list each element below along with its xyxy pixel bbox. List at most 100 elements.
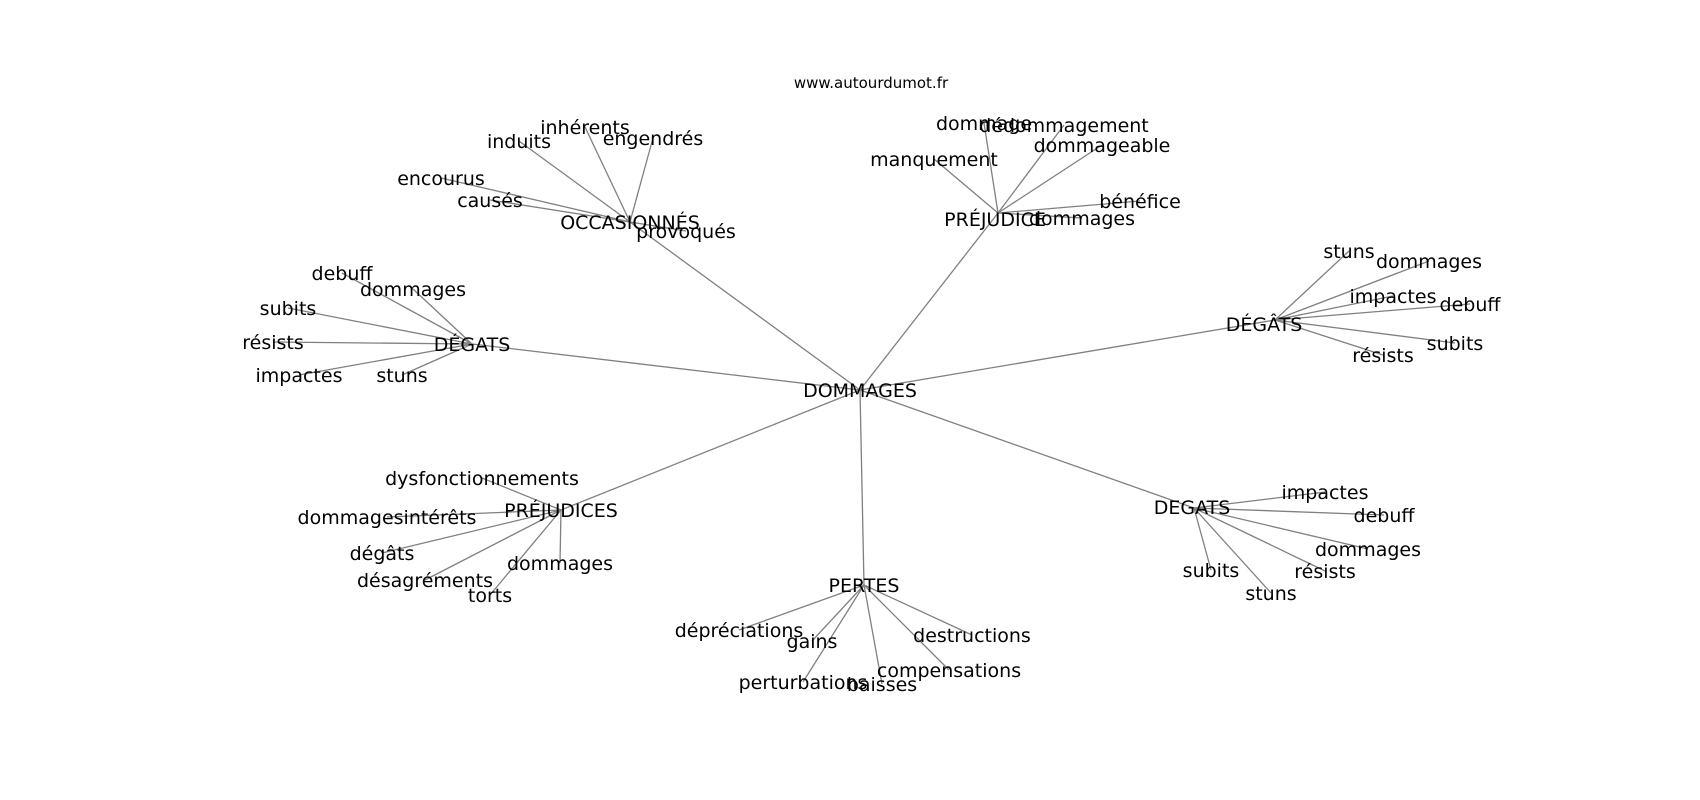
- edge-hub-leaf: [629, 221, 687, 232]
- leaf-node: subits: [1427, 333, 1484, 355]
- edge-root-hub: [859, 319, 1276, 391]
- edge-hub-leaf: [424, 509, 562, 581]
- leaf-node: dysfonctionnements: [385, 468, 579, 490]
- leaf-node: résists: [1352, 345, 1414, 367]
- edge-hub-leaf: [1274, 250, 1350, 321]
- leaf-node: torts: [468, 585, 512, 607]
- edge-hub-leaf: [1274, 260, 1430, 321]
- edge-hub-leaf: [1274, 303, 1471, 321]
- edge-hub-leaf: [401, 343, 473, 376]
- edge-hub-leaf: [518, 140, 631, 223]
- leaf-node: impactes: [1350, 286, 1437, 308]
- edge-hub-leaf: [1274, 319, 1456, 344]
- edge-hub-leaf: [341, 272, 473, 345]
- leaf-node: stuns: [1323, 241, 1374, 263]
- edge-hub-leaf: [983, 122, 999, 214]
- edge-hub-leaf: [997, 144, 1103, 214]
- leaf-node: dommages: [360, 279, 466, 301]
- source-text: www.autourdumot.fr: [794, 74, 949, 92]
- leaf-node: inhérents: [540, 117, 630, 139]
- leaf-node: baisses: [847, 674, 917, 696]
- leaf-node: désagréments: [357, 570, 493, 592]
- edge-hub-leaf: [489, 509, 562, 596]
- edge-hub-leaf: [412, 288, 473, 345]
- edge-hub-leaf: [440, 177, 631, 223]
- leaf-node: perturbations: [739, 672, 868, 694]
- edge-hub-leaf: [381, 509, 562, 554]
- leaf-node: gains: [787, 631, 838, 653]
- leaf-node: dégâts: [350, 543, 415, 565]
- edge-hub-leaf: [272, 341, 473, 345]
- edge-hub-leaf: [933, 158, 999, 214]
- edge-hub-leaf: [738, 584, 865, 631]
- edge-hub-leaf: [629, 137, 654, 223]
- edge-root-hub: [629, 221, 861, 391]
- edge-hub-leaf: [997, 200, 1141, 214]
- hub-node: DÉGATS: [434, 333, 511, 356]
- edge-root-hub: [471, 343, 861, 391]
- leaf-node: dommages: [507, 553, 613, 575]
- leaf-node: dédommagement: [979, 115, 1149, 137]
- edge-hub-leaf: [559, 509, 562, 564]
- leaf-node: causés: [457, 190, 523, 212]
- edge-hub-leaf: [287, 307, 473, 345]
- edge-hub-leaf: [997, 124, 1065, 214]
- edge-hub-leaf: [802, 584, 865, 683]
- edge-hub-leaf: [584, 126, 631, 223]
- edge-hub-leaf: [863, 584, 973, 636]
- leaf-node: impactes: [1282, 482, 1369, 504]
- leaf-node: bénéfice: [1099, 191, 1181, 213]
- hub-node: DÉGÂTS: [1226, 313, 1303, 336]
- edge-hub-leaf: [1193, 491, 1326, 509]
- leaf-node: subits: [1183, 560, 1240, 582]
- edge-hub-leaf: [1193, 507, 1369, 550]
- edge-hub-leaf: [863, 584, 950, 671]
- leaf-node: induits: [487, 131, 551, 153]
- edge-hub-leaf: [489, 199, 631, 223]
- edges: [272, 122, 1471, 685]
- edge-hub-leaf: [1193, 507, 1212, 571]
- edge-root-hub: [859, 389, 865, 586]
- edge-hub-leaf: [1193, 507, 1385, 516]
- hub-node: OCCASIONNÉS: [560, 211, 700, 234]
- edge-hub-leaf: [997, 212, 1083, 219]
- leaf-node: destructions: [913, 625, 1031, 647]
- edge-hub-leaf: [811, 584, 865, 642]
- leaf-node: subits: [260, 298, 317, 320]
- leaf-node: stuns: [376, 365, 427, 387]
- edge-hub-leaf: [386, 509, 562, 518]
- leaf-node: compensations: [877, 660, 1021, 682]
- hub-node: PRÉJUDICE: [944, 208, 1046, 231]
- leaf-node: debuff: [312, 263, 374, 285]
- leaf-node: dommages: [1315, 539, 1421, 561]
- edge-hub-leaf: [1193, 507, 1272, 594]
- root-node: DOMMAGES: [803, 380, 917, 402]
- edge-hub-leaf: [481, 477, 562, 511]
- leaf-node: debuff: [1440, 294, 1502, 316]
- leaf-node: manquement: [870, 149, 998, 171]
- leaf-node: dommagesintérêts: [298, 507, 477, 529]
- leaf-node: provoqués: [636, 221, 736, 243]
- edge-root-hub: [859, 389, 1195, 509]
- leaf-node: dommageable: [1034, 135, 1171, 157]
- edge-root-hub: [560, 389, 861, 511]
- leaf-node: dépréciations: [675, 620, 804, 642]
- leaf-node: debuff: [1354, 505, 1416, 527]
- edge-root-hub: [859, 212, 999, 391]
- leaf-node: dommages: [1029, 208, 1135, 230]
- edge-hub-leaf: [1274, 319, 1384, 356]
- edge-hub-leaf: [298, 343, 473, 376]
- hub-node: DEGATS: [1154, 497, 1231, 519]
- leaf-node: dommage: [936, 113, 1032, 135]
- leaf-node: engendrés: [603, 128, 704, 150]
- hub-node: PRÉJUDICES: [504, 499, 618, 522]
- edge-hub-leaf: [1274, 295, 1394, 321]
- leaf-node: stuns: [1245, 583, 1296, 605]
- leaf-node: encourus: [397, 168, 485, 190]
- leaf-node: dommages: [1376, 251, 1482, 273]
- leaf-node: impactes: [256, 365, 343, 387]
- leaf-node: résists: [242, 332, 304, 354]
- hub-node: PERTES: [829, 575, 900, 597]
